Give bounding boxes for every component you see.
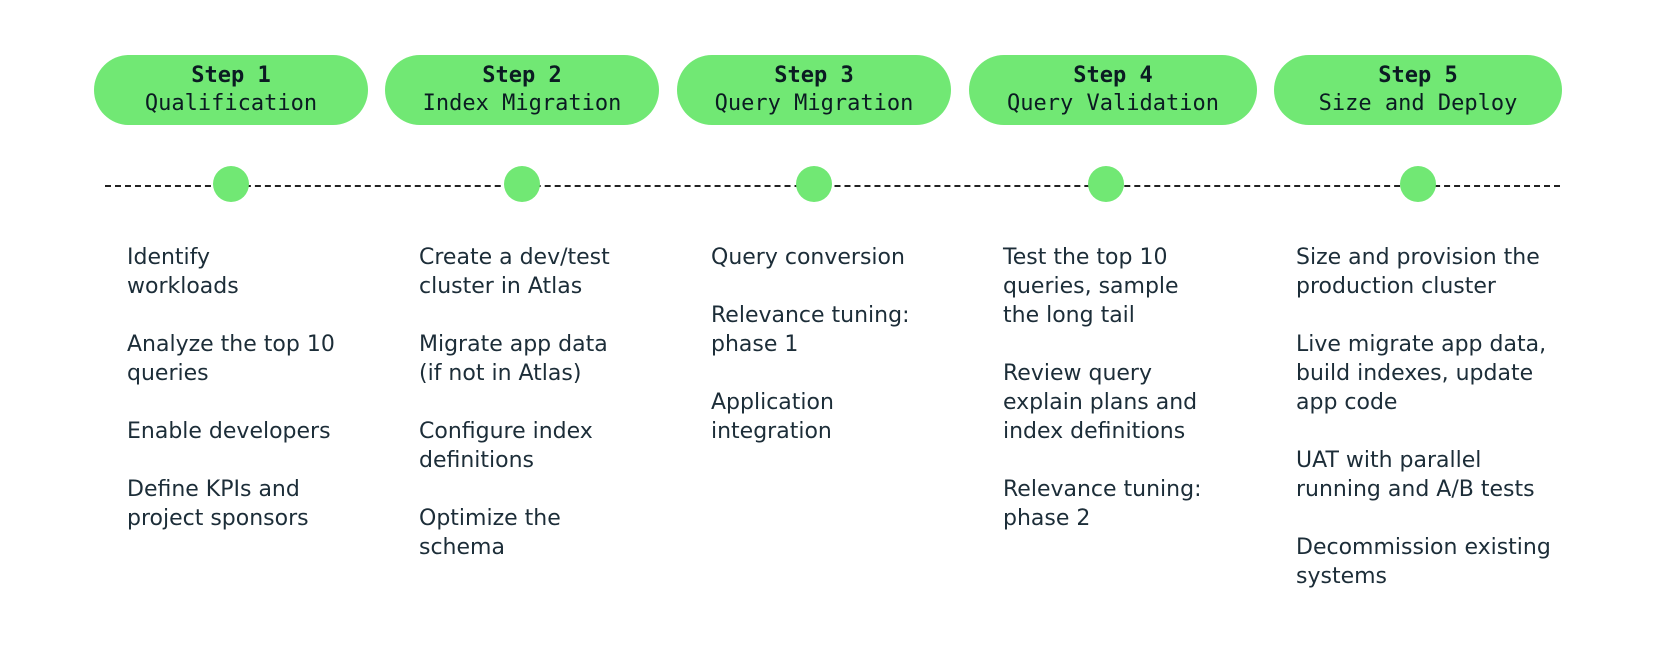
step-1-number: Step 1 [191, 63, 271, 88]
step-4-task: Review query explain plans and index def… [1003, 361, 1198, 444]
step-5-timeline-dot [1400, 166, 1436, 202]
step-5-task: Decommission existing systems [1296, 535, 1551, 589]
step-4-number: Step 4 [1073, 63, 1153, 88]
step-1-task: Analyze the top 10 queries [127, 332, 335, 386]
step-1-timeline-dot [213, 166, 249, 202]
step-3-pill: Step 3 Query Migration [677, 55, 951, 125]
step-3-task: Application integration [711, 390, 834, 444]
step-5-task-list: Size and provision the production cluste… [1296, 243, 1586, 620]
step-5-task: Live migrate app data, build indexes, up… [1296, 332, 1547, 415]
step-2-task: Migrate app data (if not in Atlas) [419, 332, 608, 386]
step-1-pill: Step 1 Qualification [94, 55, 368, 125]
step-4-title: Query Validation [1007, 91, 1219, 116]
step-3-timeline-dot [796, 166, 832, 202]
step-2-pill: Step 2 Index Migration [385, 55, 659, 125]
step-5-task: Size and provision the production cluste… [1296, 245, 1540, 299]
timeline-line [105, 185, 1560, 187]
step-3-task: Query conversion [711, 245, 905, 270]
step-2-task: Configure index definitions [419, 419, 593, 473]
step-4-task-list: Test the top 10 queries, sample the long… [1003, 243, 1293, 562]
step-4-pill: Step 4 Query Validation [969, 55, 1257, 125]
step-1-task: Enable developers [127, 419, 331, 444]
step-3-number: Step 3 [774, 63, 854, 88]
step-1-task: Define KPIs and project sponsors [127, 477, 309, 531]
step-5-number: Step 5 [1378, 63, 1458, 88]
step-5-title: Size and Deploy [1318, 91, 1518, 116]
step-2-task: Optimize the schema [419, 506, 561, 560]
step-5-pill: Step 5 Size and Deploy [1274, 55, 1562, 125]
step-4-timeline-dot [1088, 166, 1124, 202]
step-3-task: Relevance tuning: phase 1 [711, 303, 910, 357]
step-2-task: Create a dev/test cluster in Atlas [419, 245, 610, 299]
step-2-timeline-dot [504, 166, 540, 202]
step-2-number: Step 2 [482, 63, 562, 88]
step-4-task: Test the top 10 queries, sample the long… [1003, 245, 1179, 328]
step-2-title: Index Migration [422, 91, 622, 116]
step-1-title: Qualification [144, 91, 318, 116]
step-4-task: Relevance tuning: phase 2 [1003, 477, 1202, 531]
step-3-title: Query Migration [714, 91, 914, 116]
step-5-task: UAT with parallel running and A/B tests [1296, 448, 1535, 502]
step-1-task: Identify workloads [127, 245, 239, 299]
